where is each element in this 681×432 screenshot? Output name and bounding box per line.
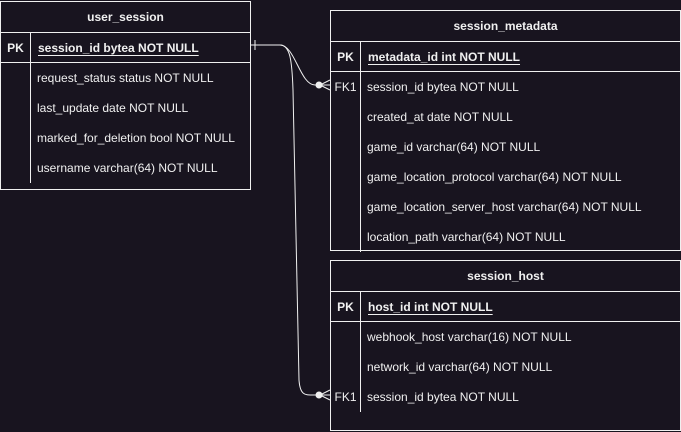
key-column-divider [331,72,361,252]
field-text: request_status status NOT NULL [37,71,214,85]
key-column-divider [331,322,361,412]
table-title: user_session [1,2,250,33]
field-text: session_id bytea NOT NULL [367,80,519,94]
pk-field: host_id int NOT NULL [368,299,493,314]
field-list: FK1 session_id bytea NOT NULL created_at … [331,72,680,252]
field-text: created_at date NOT NULL [367,110,513,124]
field-text: username varchar(64) NOT NULL [37,161,218,175]
pk-label: PK [1,33,31,62]
zero-marker-icon [315,391,323,399]
pk-field: metadata_id int NOT NULL [368,49,521,64]
field-text: network_id varchar(64) NOT NULL [367,360,553,374]
relationship-line[interactable] [251,44,320,86]
field-text: webhook_host varchar(16) NOT NULL [367,330,572,344]
pk-label: PK [331,292,361,321]
table-session-host[interactable]: session_host PK host_id int NOT NULL web… [330,260,681,431]
field-text: location_path varchar(64) NOT NULL [367,230,566,244]
pk-row[interactable]: PK session_id bytea NOT NULL [1,33,250,63]
field-row[interactable]: webhook_host varchar(16) NOT NULL [331,322,680,352]
pk-row[interactable]: PK metadata_id int NOT NULL [331,42,680,72]
field-text: last_update date NOT NULL [37,101,189,115]
table-title: session_metadata [331,11,680,42]
field-row[interactable]: created_at date NOT NULL [331,102,680,132]
field-list: webhook_host varchar(16) NOT NULL networ… [331,322,680,412]
field-list: request_status status NOT NULL last_upda… [1,63,250,183]
field-text: marked_for_deletion bool NOT NULL [37,131,235,145]
field-row[interactable]: network_id varchar(64) NOT NULL [331,352,680,382]
field-row[interactable]: last_update date NOT NULL [1,93,250,123]
key-label: FK1 [334,80,357,94]
field-row[interactable]: username varchar(64) NOT NULL [1,153,250,183]
field-row[interactable]: request_status status NOT NULL [1,63,250,93]
field-row[interactable]: game_location_protocol varchar(64) NOT N… [331,162,680,192]
field-text: game_location_server_host varchar(64) NO… [367,200,642,214]
pk-label: PK [331,42,361,71]
field-row[interactable]: game_location_server_host varchar(64) NO… [331,192,680,222]
table-title: session_host [331,261,680,292]
field-row[interactable]: game_id varchar(64) NOT NULL [331,132,680,162]
field-row[interactable]: FK1 session_id bytea NOT NULL [331,72,680,102]
field-row[interactable]: marked_for_deletion bool NOT NULL [1,123,250,153]
pk-field: session_id bytea NOT NULL [38,40,199,55]
pk-row[interactable]: PK host_id int NOT NULL [331,292,680,322]
table-user-session[interactable]: user_session PK session_id bytea NOT NUL… [0,1,251,190]
field-row[interactable]: location_path varchar(64) NOT NULL [331,222,680,252]
zero-marker-icon [315,81,323,89]
field-text: game_location_protocol varchar(64) NOT N… [367,170,622,184]
table-session-metadata[interactable]: session_metadata PK metadata_id int NOT … [330,10,681,252]
field-row[interactable]: FK1 session_id bytea NOT NULL [331,382,680,412]
key-column-divider [1,63,31,183]
key-label: FK1 [334,390,357,404]
field-text: game_id varchar(64) NOT NULL [367,140,541,154]
relationship-line[interactable] [279,44,320,396]
field-text: session_id bytea NOT NULL [367,390,519,404]
